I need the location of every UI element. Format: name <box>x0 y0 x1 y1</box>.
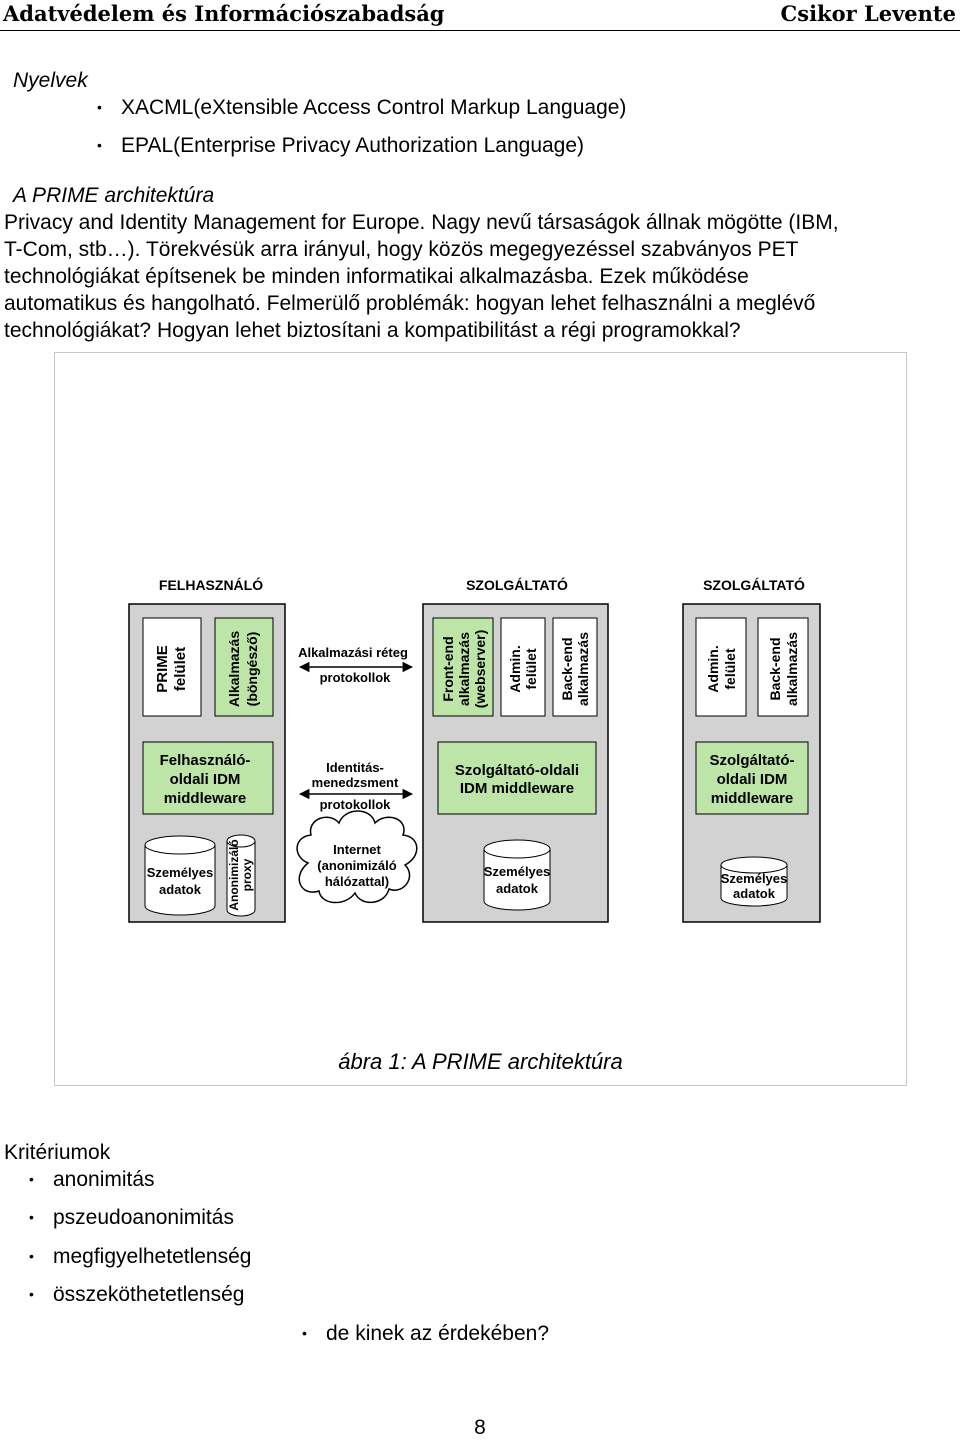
list-item: •de kinek az érdekében? <box>302 1322 549 1345</box>
header-author: Csikor Levente <box>780 1 956 26</box>
svg-text:middleware: middleware <box>164 790 247 807</box>
provider2-admin-box <box>695 617 747 717</box>
anonymizing-proxy-cylinder: Anonimizáló proxy <box>226 834 256 917</box>
svg-text:Front-end: Front-end <box>440 636 456 701</box>
svg-text:(böngésző): (böngésző) <box>244 632 260 707</box>
list-item: •anonimitás <box>29 1168 155 1191</box>
provider2-backend-box <box>757 617 809 717</box>
internet-cloud: Internet (anonimizáló hálózattal) <box>296 810 418 904</box>
svg-text:Admin.: Admin. <box>705 645 721 692</box>
languages-heading: Nyelvek <box>13 69 88 92</box>
user-personal-data-cylinder: Személyes adatok <box>144 835 216 916</box>
list-item: •XACML(eXtensible Access Control Markup … <box>97 96 627 119</box>
provider2-idm-box <box>695 741 809 815</box>
header-title: Adatvédelem és Információszabadság <box>3 1 445 26</box>
prime-heading: A PRIME architektúra <box>13 184 215 207</box>
column-heading-user: FELHASZNÁLÓ <box>159 576 263 593</box>
svg-text:Alkalmazás: Alkalmazás <box>226 631 242 707</box>
prime-architecture-figure: FELHASZNÁLÓ SZOLGÁLTATÓ SZOLGÁLTATÓ PRIM… <box>54 352 907 1086</box>
column-heading-provider1: SZOLGÁLTATÓ <box>466 576 568 593</box>
svg-text:Személyes: Személyes <box>721 871 788 886</box>
page-number: 8 <box>474 1416 486 1439</box>
list-item: •összeköthetetlenség <box>29 1283 245 1306</box>
frontend-app-box <box>432 617 494 717</box>
svg-text:adatok: adatok <box>159 882 202 897</box>
provider1-personal-data-cylinder: Személyes adatok <box>483 839 551 911</box>
list-item: •megfigyelhetetlenség <box>29 1245 252 1268</box>
svg-text:oldali IDM: oldali IDM <box>170 771 241 788</box>
architecture-diagram: FELHASZNÁLÓ SZOLGÁLTATÓ SZOLGÁLTATÓ PRIM… <box>128 576 821 923</box>
svg-text:hálózattal): hálózattal) <box>325 874 389 889</box>
user-app-box <box>214 617 274 717</box>
svg-text:Internet: Internet <box>333 842 381 857</box>
prime-ui-box <box>142 617 202 717</box>
criteria-heading: Kritériumok <box>4 1141 111 1164</box>
svg-text:Back-end: Back-end <box>767 637 783 700</box>
svg-text:(anonimizáló: (anonimizáló <box>317 858 397 873</box>
provider1-backend-box <box>552 617 598 717</box>
svg-text:alkalmazás: alkalmazás <box>456 632 472 706</box>
svg-text:menedzsment: menedzsment <box>312 775 399 790</box>
svg-text:alkalmazás: alkalmazás <box>784 632 800 706</box>
svg-text:adatok: adatok <box>496 881 539 896</box>
svg-text:alkalmazás: alkalmazás <box>575 632 591 706</box>
svg-text:PRIME: PRIME <box>154 645 171 693</box>
svg-text:Szolgáltató-: Szolgáltató- <box>710 752 795 769</box>
provider2-personal-data-cylinder: Személyes adatok <box>720 856 788 907</box>
user-idm-box <box>142 741 274 815</box>
column-heading-provider2: SZOLGÁLTATÓ <box>703 576 805 593</box>
list-item: •pszeudoanonimitás <box>29 1206 234 1229</box>
svg-text:IDM middleware: IDM middleware <box>460 780 574 797</box>
svg-text:felület: felület <box>722 648 738 690</box>
svg-text:oldali IDM: oldali IDM <box>717 771 788 788</box>
svg-text:middleware: middleware <box>711 790 794 807</box>
svg-text:Személyes: Személyes <box>484 864 551 879</box>
svg-text:Anonimizáló: Anonimizáló <box>227 839 241 910</box>
svg-text:Szolgáltató-oldali: Szolgáltató-oldali <box>455 762 579 779</box>
app-layer-label: Alkalmazási réteg <box>298 645 408 660</box>
figure-caption: ábra 1: A PRIME architektúra <box>338 1049 623 1074</box>
svg-text:Személyes: Személyes <box>147 865 214 880</box>
svg-text:protokollok: protokollok <box>320 797 392 812</box>
svg-text:adatok: adatok <box>733 886 776 901</box>
svg-text:Back-end: Back-end <box>559 637 575 700</box>
prime-paragraph: Privacy and Identity Management for Euro… <box>4 211 839 342</box>
list-item: •EPAL(Enterprise Privacy Authorization L… <box>97 134 585 157</box>
svg-text:protokollok: protokollok <box>320 670 392 685</box>
svg-text:Felhasználó-: Felhasználó- <box>160 752 251 769</box>
svg-text:felület: felület <box>523 648 539 690</box>
page-header: Adatvédelem és Információszabadság Csiko… <box>0 0 960 31</box>
provider1-idm-box <box>437 741 597 815</box>
svg-text:Admin.: Admin. <box>507 645 523 692</box>
svg-text:proxy: proxy <box>240 858 254 891</box>
svg-text:felület: felület <box>172 647 189 691</box>
idm-protocols-label: Identitás- <box>326 760 384 775</box>
provider1-admin-box <box>500 617 546 717</box>
svg-text:(webserver): (webserver) <box>472 630 488 709</box>
